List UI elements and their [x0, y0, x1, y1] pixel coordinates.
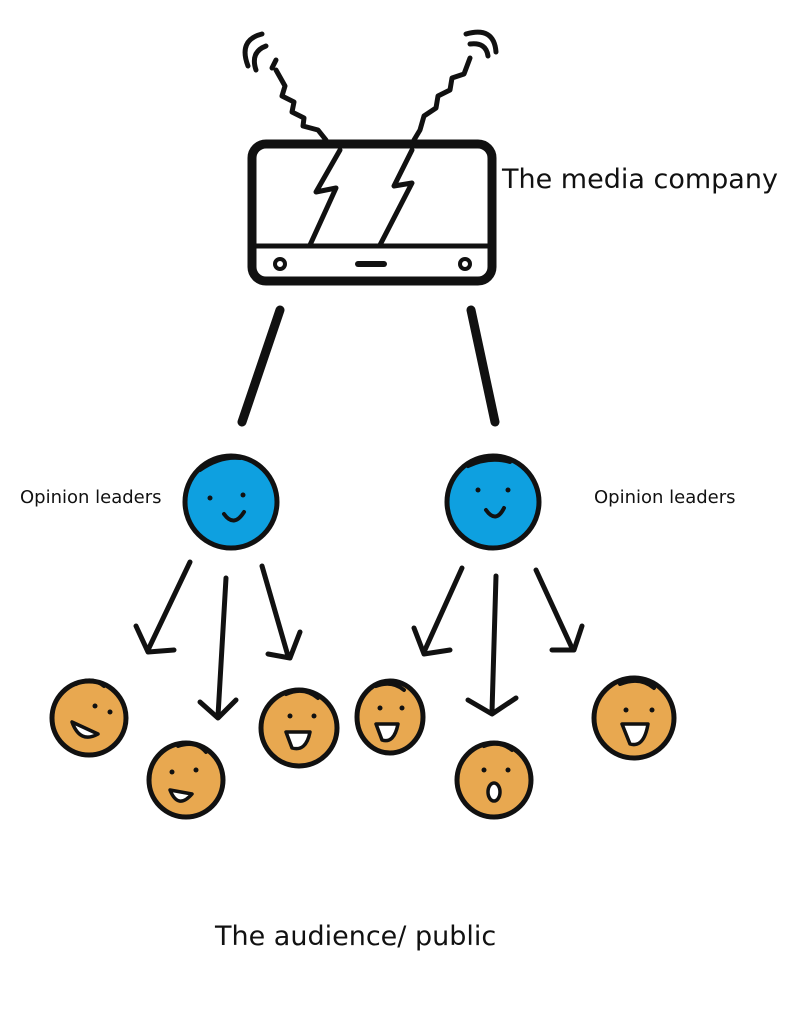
audience-face-2-icon — [146, 740, 226, 820]
antenna-left-icon — [269, 57, 329, 143]
connector-line-left — [237, 305, 285, 427]
audience-face-1-icon — [49, 678, 129, 758]
media-company-label: The media company — [502, 164, 778, 195]
opinion-leader-right-face-icon — [444, 453, 542, 551]
audience-label: The audience/ public — [215, 921, 497, 952]
audience-face-3-icon — [258, 687, 340, 769]
arrow-left-3-icon — [259, 563, 303, 661]
arrow-right-1-icon — [411, 565, 465, 657]
antenna-right-icon — [411, 55, 473, 143]
arrow-left-1-icon — [133, 559, 193, 655]
tv-icon — [247, 139, 497, 286]
audience-face-4-icon — [354, 678, 426, 756]
opinion-leader-left-face-icon — [182, 453, 280, 551]
lightning-bolt-right-icon — [377, 147, 415, 248]
arrow-left-2-icon — [197, 575, 239, 721]
signal-waves-left-icon — [242, 31, 269, 73]
opinion-leaders-right-label: Opinion leaders — [594, 487, 736, 508]
arrow-right-3-icon — [533, 567, 585, 653]
connector-line-right — [466, 305, 500, 427]
audience-face-5-icon — [454, 740, 534, 820]
audience-face-6-icon — [591, 675, 677, 761]
signal-waves-right-icon — [463, 29, 499, 59]
lightning-bolt-left-icon — [307, 147, 343, 248]
arrow-right-2-icon — [465, 573, 519, 717]
opinion-leaders-left-label: Opinion leaders — [20, 487, 162, 508]
